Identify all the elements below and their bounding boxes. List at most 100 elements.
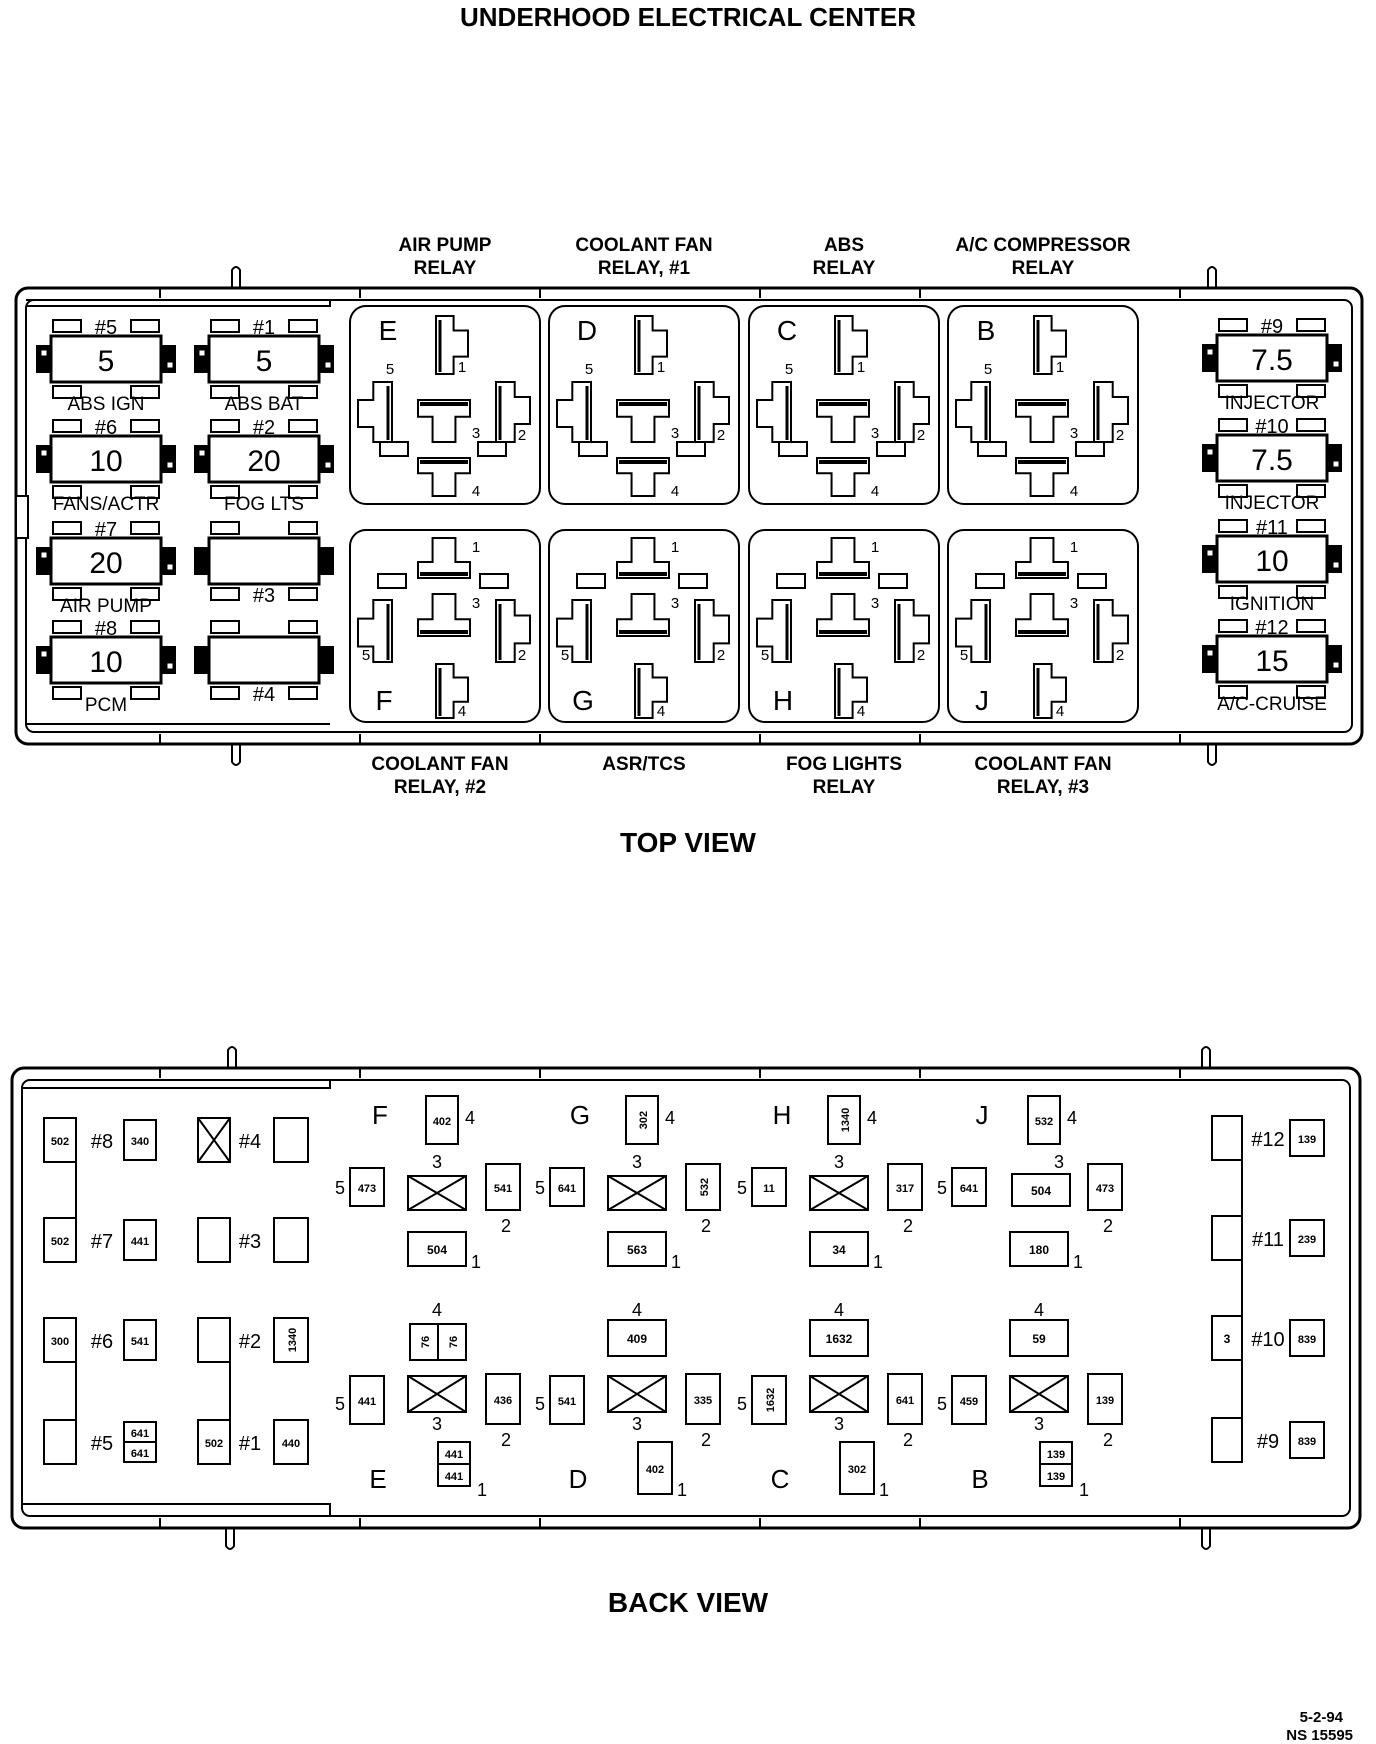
pin-number-5: 5 [984, 361, 992, 378]
back-relay-letter: C [771, 1464, 790, 1494]
back-relay-cavity-2 [1087, 1163, 1123, 1211]
fuse-right-clip [1296, 519, 1326, 533]
relay-letter: D [577, 315, 597, 346]
fuse-right-terminal-hole [1332, 460, 1340, 468]
pin-number-5: 5 [362, 647, 370, 664]
back-fuse-row-middle: #3 [197, 1217, 309, 1263]
relay-label: FOG LIGHTS [786, 754, 902, 775]
pin-number-4: 4 [465, 1108, 475, 1128]
fuse-right-number: #9 [1261, 316, 1283, 338]
fuse-number: #6 [95, 417, 117, 439]
back-relay-cavity-2-circuit: 317 [896, 1183, 914, 1195]
footer-date: 5-2-94 [1300, 1709, 1344, 1726]
relay-letter: G [572, 685, 594, 716]
relay-pin-1 [435, 315, 469, 375]
fuse-clip [210, 319, 240, 333]
pin-number-4: 4 [1056, 703, 1064, 720]
fuse-right-terminal-hole [1206, 549, 1214, 557]
fuse-right-number: #11 [1256, 517, 1288, 539]
back-relay-cavity-2-circuit: 473 [1096, 1183, 1114, 1195]
relay-pin-3 [1015, 593, 1069, 637]
fuse-right-number: #10 [1255, 416, 1288, 438]
back-cavity [1211, 1417, 1243, 1463]
pin-number-2: 2 [903, 1216, 913, 1236]
fuse-terminal-hole [166, 361, 174, 369]
back-relay-cavity-1-circuit: 563 [627, 1243, 647, 1257]
pin-number-3: 3 [632, 1414, 642, 1434]
fuse-slot-clip [288, 620, 318, 634]
back-relay-cavity-1b [437, 1463, 471, 1487]
back-cavity [273, 1317, 309, 1363]
back-relay-cavity-2-circuit: 541 [494, 1183, 512, 1195]
relay-label: COOLANT FAN [974, 754, 1111, 775]
pin-number-3: 3 [1054, 1152, 1064, 1172]
pin-number-4: 4 [1070, 483, 1078, 500]
back-cavity [1289, 1219, 1325, 1257]
pin-number-1: 1 [477, 1480, 487, 1500]
back-fuse-number: #5 [91, 1433, 113, 1455]
back-cavity-circuit: 641 [131, 1448, 149, 1460]
back-fuse-number: #4 [239, 1131, 261, 1153]
relay-cavity [676, 441, 706, 457]
pin-number-3: 3 [671, 595, 679, 612]
relay-pin-1 [634, 315, 668, 375]
relay-letter: J [975, 685, 989, 716]
pin-number-2: 2 [717, 647, 725, 664]
relay-pin-2 [894, 599, 930, 663]
pin-number-1: 1 [857, 359, 865, 376]
relay-pin-1 [816, 537, 870, 579]
pin-number-1: 1 [873, 1252, 883, 1272]
fuse-rating: 20 [89, 547, 122, 580]
fuse-terminal-hole [324, 461, 332, 469]
back-cavity-circuit: 1340 [287, 1328, 299, 1352]
relay-pin-5 [357, 381, 393, 443]
pin-number-4: 4 [671, 483, 679, 500]
back-relay-cavity-1b [1039, 1463, 1073, 1487]
fuse-slot-terminal [320, 547, 334, 575]
pin-number-4: 4 [458, 703, 466, 720]
pin-number-1: 1 [1079, 1480, 1089, 1500]
relay-cavity [377, 573, 407, 589]
housing-side-tab [15, 495, 29, 539]
relay-cavity [975, 573, 1005, 589]
back-cavity-blocked-cross [197, 1117, 231, 1163]
back-relay-cavity-5 [349, 1375, 385, 1425]
pin-number-5: 5 [585, 361, 593, 378]
back-relay-cavity-4b-circuit: 76 [448, 1336, 460, 1348]
pin-number-1: 1 [472, 539, 480, 556]
fuse-right-terminal-hole [1332, 561, 1340, 569]
back-relay-cavity-3-blocked-cross [1009, 1375, 1069, 1413]
relay-pin-4 [1033, 663, 1067, 719]
back-housing-rim-bottom [22, 1503, 331, 1516]
back-relay-letter: B [971, 1464, 988, 1494]
back-relay-cavity-3-blocked-cross [407, 1375, 467, 1413]
pin-number-3: 3 [834, 1414, 844, 1434]
relay-pin-5 [756, 599, 792, 663]
pin-number-5: 5 [335, 1178, 345, 1198]
fuse-label: ABS IGN [67, 394, 144, 415]
fuse-right-rating: 15 [1255, 645, 1288, 678]
fuse-right-label: A/C-CRUISE [1217, 694, 1327, 715]
back-relay-cavity-5-circuit: 473 [358, 1183, 376, 1195]
back-relay-cavity-4 [1027, 1095, 1061, 1145]
back-relay-cavity-4-circuit: 402 [433, 1116, 451, 1128]
back-relay-letter: D [569, 1464, 588, 1494]
fuse-slot-clip [288, 686, 318, 700]
fuse-right-terminal-hole [1206, 649, 1214, 657]
back-latch-top [227, 1046, 237, 1068]
fuse-terminal-hole [198, 449, 206, 457]
back-relay-cavity-5 [951, 1167, 987, 1207]
back-relay-cavity-4-circuit: 302 [638, 1111, 650, 1129]
back-relay-cavity-5-circuit: 541 [558, 1396, 576, 1408]
back-relay-cavity-5 [349, 1167, 385, 1207]
pin-number-4: 4 [867, 1108, 877, 1128]
fuse-number: #8 [95, 618, 117, 640]
back-fuse-number: #2 [239, 1331, 261, 1353]
relay-cavity [876, 441, 906, 457]
back-cavity [43, 1217, 77, 1263]
